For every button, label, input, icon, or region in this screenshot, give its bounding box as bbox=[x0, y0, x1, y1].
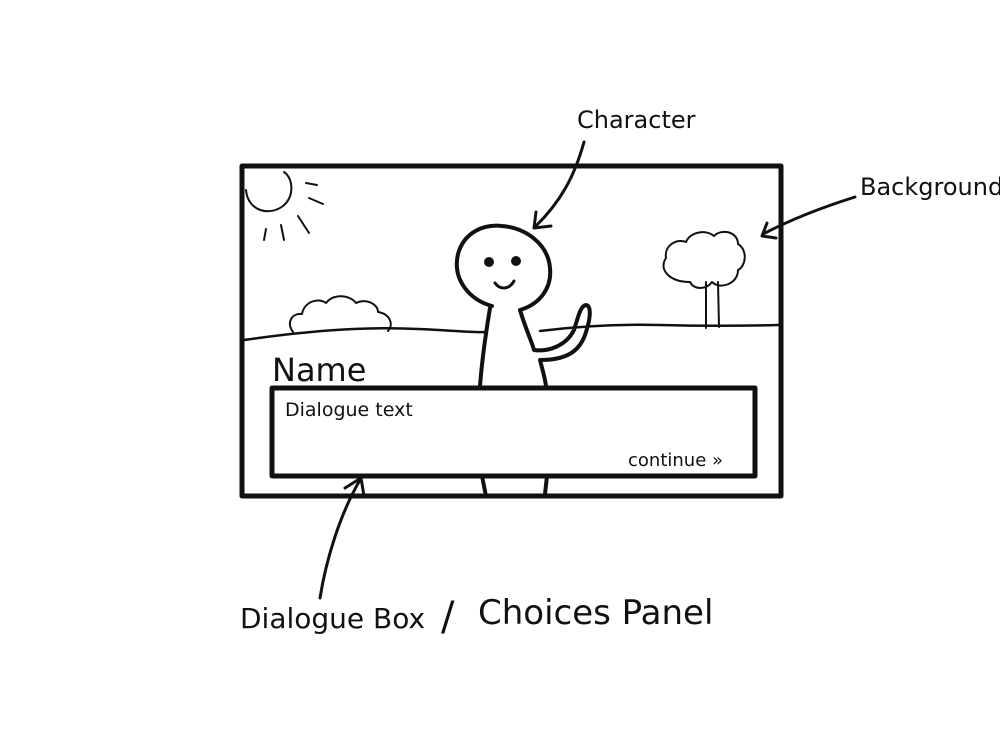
arrow-to-character bbox=[532, 140, 586, 230]
character-body bbox=[454, 223, 592, 498]
character-eye-right bbox=[511, 256, 521, 266]
label-dialogue-box: Dialogue Box bbox=[240, 602, 425, 635]
game-screen-frame bbox=[239, 163, 784, 499]
ground-line bbox=[242, 323, 780, 342]
bush-icon bbox=[289, 295, 392, 333]
tree-icon bbox=[662, 230, 746, 329]
arrow-to-dialogue-box bbox=[318, 476, 366, 600]
label-character: Character bbox=[577, 106, 696, 134]
character-smile bbox=[493, 279, 516, 290]
dialogue-text: Dialogue text bbox=[285, 399, 413, 421]
dialogue-box[interactable] bbox=[269, 385, 758, 479]
label-background: Background bbox=[860, 173, 1000, 201]
continue-button[interactable]: continue » bbox=[628, 450, 723, 471]
sun-icon bbox=[245, 171, 324, 241]
label-separator: / bbox=[441, 594, 455, 640]
label-choices-panel: Choices Panel bbox=[478, 593, 713, 633]
character-eye-left bbox=[484, 257, 494, 267]
stick-figure-icon bbox=[454, 223, 592, 498]
arrow-to-background bbox=[760, 195, 857, 240]
speaker-name: Name bbox=[272, 351, 366, 389]
